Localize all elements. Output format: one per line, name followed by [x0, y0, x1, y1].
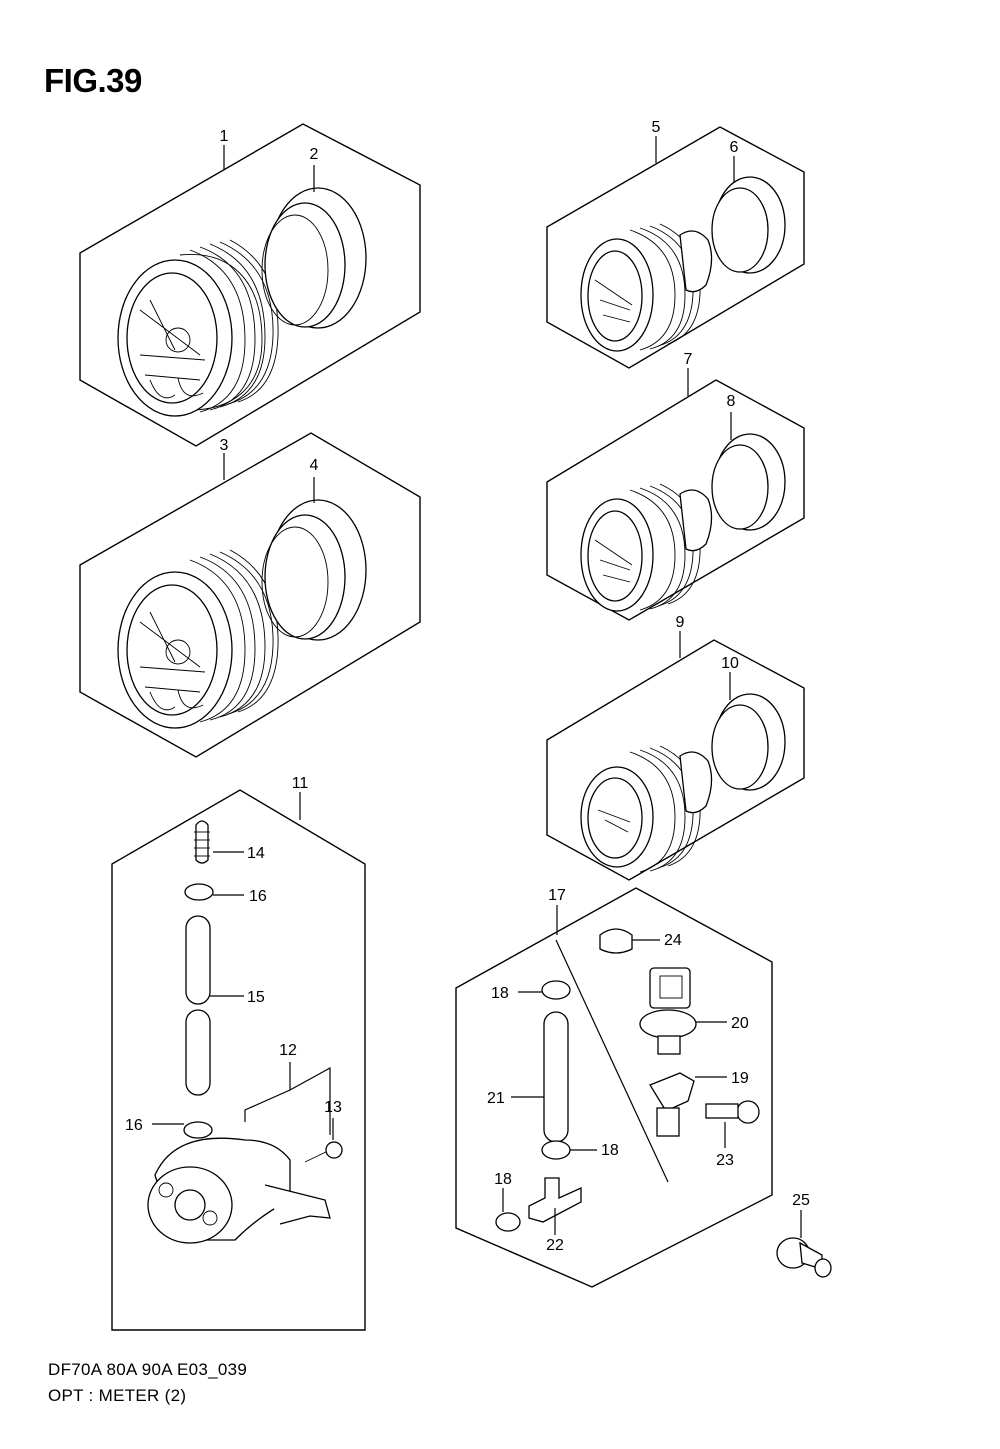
part-7-gauge [580, 483, 713, 612]
part-16-clamp-upper [184, 883, 244, 901]
part-6-ring [711, 156, 786, 274]
part-12-pickup-body [147, 1062, 331, 1244]
part-8-ring [711, 412, 786, 531]
part-19-bracket [649, 1072, 727, 1137]
group-17-frame [455, 887, 773, 1288]
callout-25: 25 [792, 1192, 810, 1209]
callout-1: 1 [220, 128, 229, 145]
callout-8: 8 [727, 393, 736, 410]
group-9-frame [546, 631, 805, 881]
callout-22: 22 [546, 1237, 564, 1254]
part-24-cap [599, 928, 660, 954]
callout-3: 3 [220, 437, 229, 454]
callout-24: 24 [664, 932, 682, 949]
callout-19: 19 [731, 1070, 749, 1087]
callout-13: 13 [324, 1099, 342, 1116]
callout-23: 23 [716, 1152, 734, 1169]
part-13-screw [304, 1118, 343, 1163]
group-5-frame [546, 126, 805, 369]
callout-4: 4 [310, 457, 319, 474]
group-11-frame [111, 789, 366, 1331]
callout-14: 14 [247, 845, 265, 862]
group-7-frame [546, 368, 805, 621]
group-3-frame [79, 432, 421, 758]
part-10-ring [711, 672, 786, 791]
callout-18-middle: 18 [601, 1142, 619, 1159]
part-9-gauge [580, 745, 713, 873]
callout-7: 7 [684, 351, 693, 368]
part-18-clamp-lower [495, 1188, 521, 1232]
part-25-plug [776, 1210, 832, 1278]
part-4-ring [261, 477, 367, 641]
callout-16-upper: 16 [249, 888, 267, 905]
part-21-hose [511, 1011, 569, 1143]
part-14-spring [194, 820, 244, 864]
part-16-clamp-lower [152, 1121, 213, 1139]
part-2-ring [261, 165, 367, 329]
callout-20: 20 [731, 1015, 749, 1032]
part-5-gauge [580, 223, 713, 352]
part-18-clamp-upper [518, 980, 571, 1000]
part-15-tube [185, 915, 244, 1096]
group-1-frame [79, 123, 421, 447]
part-3-gauge [117, 549, 279, 729]
callout-12: 12 [279, 1042, 297, 1059]
callout-17: 17 [548, 887, 566, 904]
part-20-sensor [639, 967, 727, 1055]
callout-16-lower: 16 [125, 1117, 143, 1134]
figure-title: FIG.39 [44, 62, 142, 99]
callout-10: 10 [721, 655, 739, 672]
part-1-gauge [117, 239, 279, 417]
part-22-tee-fitting [528, 1177, 582, 1235]
callout-21: 21 [487, 1090, 505, 1107]
callout-11: 11 [292, 775, 309, 792]
model-code: DF70A 80A 90A E03_039 [48, 1360, 248, 1379]
callout-2: 2 [310, 146, 319, 163]
callout-9: 9 [676, 614, 685, 631]
callout-6: 6 [730, 139, 739, 156]
figure-caption: OPT : METER (2) [48, 1386, 187, 1405]
callout-18-lower: 18 [494, 1171, 512, 1188]
callout-5: 5 [652, 119, 661, 136]
callout-15: 15 [247, 989, 265, 1006]
part-18-clamp-middle [541, 1140, 597, 1160]
callout-18-upper: 18 [491, 985, 509, 1002]
part-23-bolt [705, 1100, 760, 1148]
